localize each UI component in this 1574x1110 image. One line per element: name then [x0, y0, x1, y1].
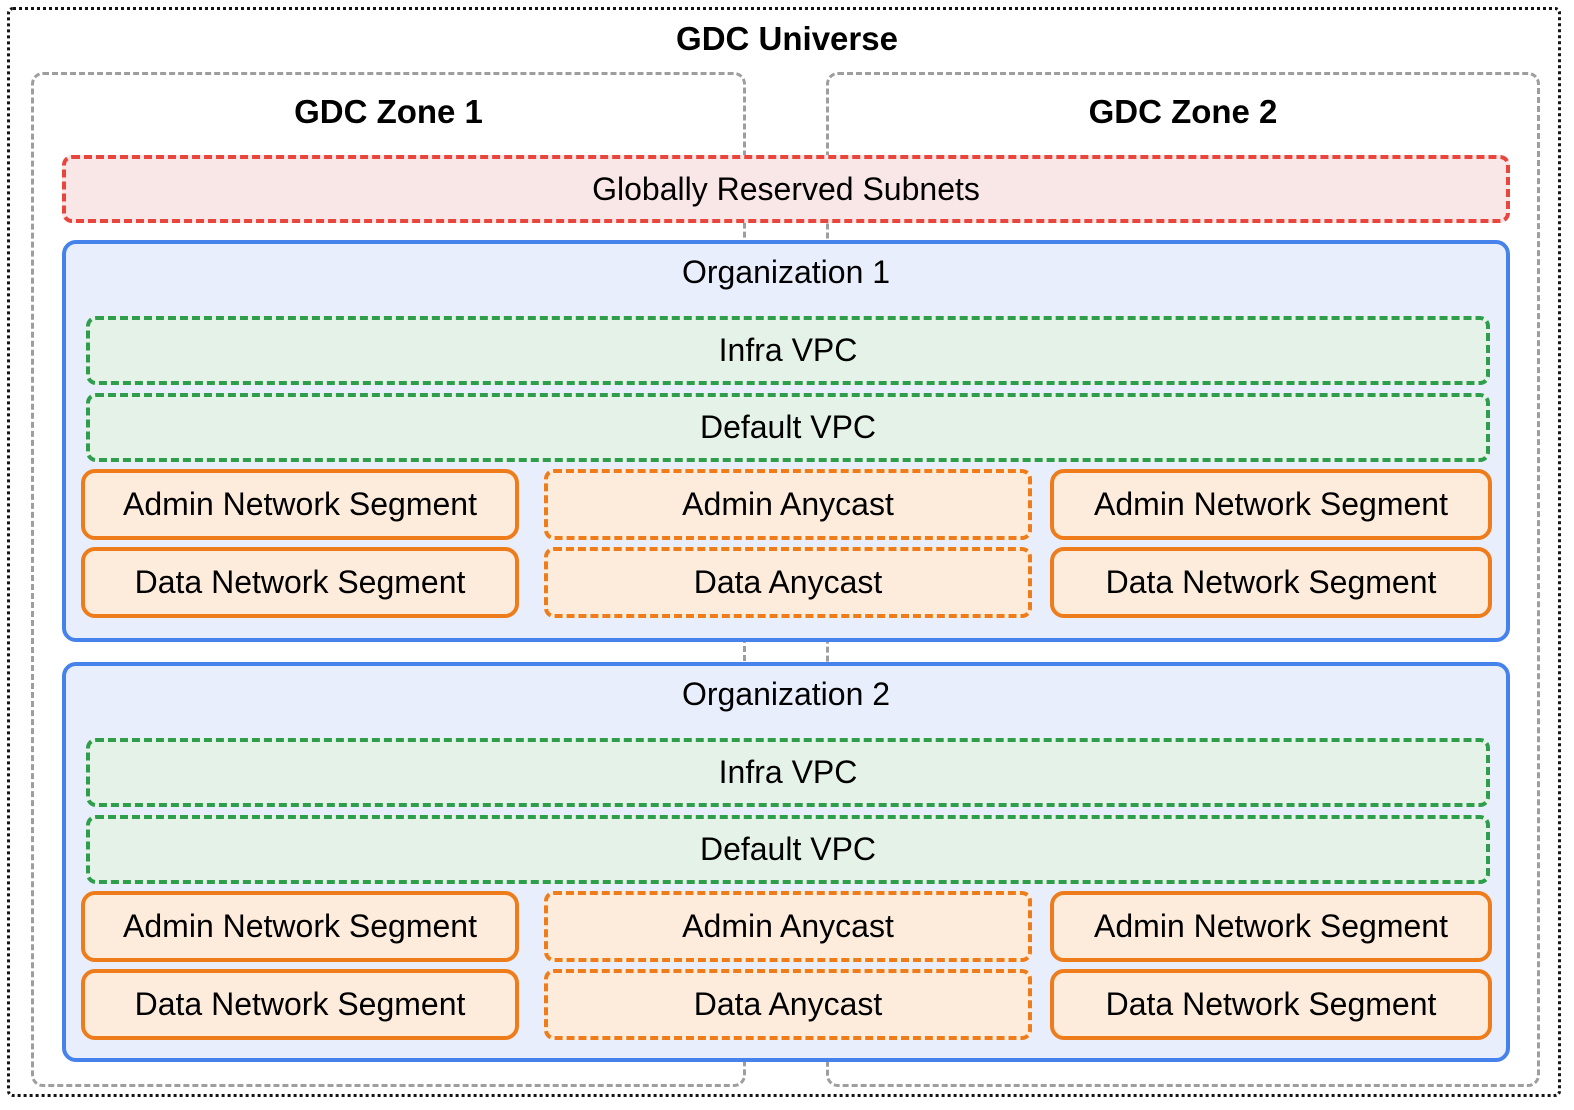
zone-2-title: GDC Zone 2: [1088, 93, 1278, 130]
org2-data-network-segment-zone1-label: Data Network Segment: [134, 986, 466, 1022]
org1-infra-vpc-label: Infra VPC: [718, 332, 858, 368]
universe-dotted-border: [7, 7, 1561, 1097]
org2-admin-anycast-box: Admin Anycast: [544, 891, 1032, 962]
organization-1-box: Organization 1 Infra VPC Default VPC Adm…: [62, 240, 1510, 642]
org2-data-network-segment-zone2-label: Data Network Segment: [1105, 986, 1437, 1022]
org1-default-vpc-label: Default VPC: [699, 409, 877, 445]
org2-default-vpc-box: Default VPC: [86, 815, 1490, 884]
org2-admin-network-segment-zone2: Admin Network Segment: [1050, 891, 1492, 962]
org1-data-anycast-label: Data Anycast: [693, 564, 883, 600]
org2-admin-network-segment-zone2-label: Admin Network Segment: [1094, 908, 1448, 944]
org1-data-network-segment-zone2: Data Network Segment: [1050, 547, 1492, 618]
org1-admin-network-segment-zone2-label: Admin Network Segment: [1094, 486, 1448, 522]
org1-admin-network-segment-zone2: Admin Network Segment: [1050, 469, 1492, 540]
org1-admin-anycast-box: Admin Anycast: [544, 469, 1032, 540]
org2-infra-vpc-label: Infra VPC: [718, 754, 858, 790]
globally-reserved-subnets-label: Globally Reserved Subnets: [592, 170, 980, 207]
org1-admin-anycast-label: Admin Anycast: [682, 486, 894, 522]
org1-admin-network-segment-zone1-label: Admin Network Segment: [123, 486, 477, 522]
org1-infra-vpc-box: Infra VPC: [86, 316, 1490, 385]
org1-data-network-segment-zone1: Data Network Segment: [81, 547, 519, 618]
globally-reserved-subnets-box: Globally Reserved Subnets: [62, 155, 1510, 223]
org1-admin-network-segment-zone1: Admin Network Segment: [81, 469, 519, 540]
org2-infra-vpc-box: Infra VPC: [86, 738, 1490, 807]
org1-data-anycast-box: Data Anycast: [544, 547, 1032, 618]
org2-admin-anycast-label: Admin Anycast: [682, 908, 894, 944]
organization-2-box: Organization 2 Infra VPC Default VPC Adm…: [62, 662, 1510, 1062]
org2-data-network-segment-zone2: Data Network Segment: [1050, 969, 1492, 1040]
org1-data-network-segment-zone1-label: Data Network Segment: [134, 564, 466, 600]
org2-default-vpc-label: Default VPC: [699, 831, 877, 867]
zone-1-title: GDC Zone 1: [294, 93, 483, 130]
organization-2-title: Organization 2: [681, 676, 891, 712]
org2-data-anycast-label: Data Anycast: [693, 986, 883, 1022]
organization-1-title: Organization 1: [681, 254, 891, 290]
universe-title: GDC Universe: [676, 20, 898, 57]
org2-data-network-segment-zone1: Data Network Segment: [81, 969, 519, 1040]
org2-data-anycast-box: Data Anycast: [544, 969, 1032, 1040]
org1-data-network-segment-zone2-label: Data Network Segment: [1105, 564, 1437, 600]
org1-default-vpc-box: Default VPC: [86, 393, 1490, 462]
org2-admin-network-segment-zone1: Admin Network Segment: [81, 891, 519, 962]
org2-admin-network-segment-zone1-label: Admin Network Segment: [123, 908, 477, 944]
